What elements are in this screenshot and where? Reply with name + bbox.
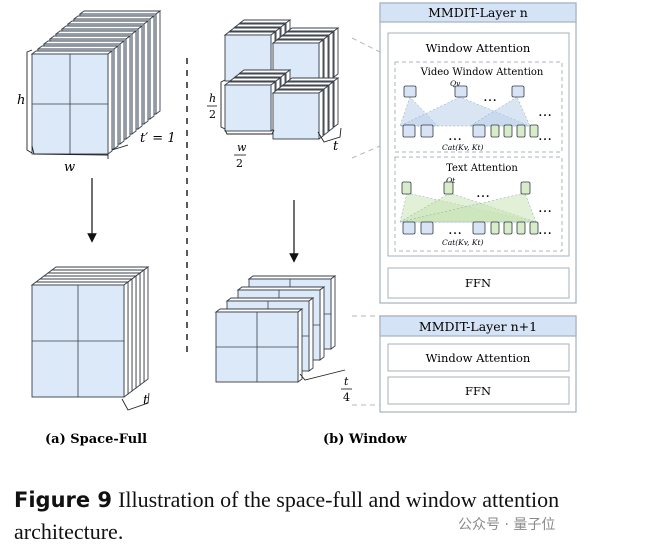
- video-query-token: [454, 85, 468, 98]
- video-key-token: [420, 124, 434, 138]
- text-query-dots: …: [476, 185, 490, 201]
- video-key-token: [420, 221, 434, 235]
- text-query-tokens: [401, 181, 531, 195]
- query-dots-1: …: [483, 89, 497, 105]
- layer-n1-header: [379, 315, 577, 337]
- query-dots-2: …: [538, 104, 552, 120]
- t-label-right-top: t: [333, 139, 339, 154]
- space-full-frame-slab: [30, 50, 114, 155]
- video-query-tokens: [403, 85, 525, 98]
- figure-number: Figure 9: [14, 488, 113, 512]
- video-key-token: [402, 221, 416, 235]
- watermark: 公众号 · 量子位: [458, 517, 556, 533]
- text-attention-fans: [399, 192, 537, 223]
- layer-n1-title: MMDIT-Layer n+1: [419, 319, 537, 334]
- text-key-tokens: [402, 221, 539, 235]
- caption-text: Illustration of the space-full and windo…: [14, 487, 560, 544]
- space-full-output-cube: [30, 266, 150, 398]
- text-key-token: [529, 124, 539, 138]
- ffn-label-n: FFN: [465, 276, 491, 290]
- text-query-token: [443, 181, 454, 195]
- t-label-left: t: [143, 393, 149, 408]
- subfigure-a-label: (a) Space-Full: [45, 432, 147, 447]
- window-input-cube-blocks: [223, 19, 340, 140]
- q-t-label: Qt: [446, 176, 456, 185]
- space-full-h-dimension: [26, 49, 33, 154]
- w-half-numerator: w: [237, 141, 247, 154]
- video-attention-fans: [399, 96, 531, 127]
- ffn-block-n1: [387, 376, 570, 405]
- text-key-token: [490, 124, 500, 138]
- space-full-output-slab: [30, 281, 130, 398]
- window-t-dimension-bottom: [299, 369, 346, 381]
- window-h-dimension: [220, 79, 226, 130]
- text-key-dots-1: …: [448, 222, 462, 238]
- video-key-token: [472, 221, 486, 235]
- space-full-t-dimension: [121, 392, 150, 411]
- text-key-token: [516, 221, 526, 235]
- text-key-token: [503, 124, 513, 138]
- t-quarter-denominator: 4: [343, 391, 350, 404]
- text-query-token: [401, 181, 412, 195]
- text-key-token: [490, 221, 500, 235]
- cat-label-bottom: Cat(Kv, Kt): [442, 238, 483, 247]
- window-block-2: [223, 81, 277, 132]
- ffn-block-n: [387, 267, 570, 299]
- window-attention-label-n1: Window Attention: [426, 351, 531, 365]
- h-half-denominator: 2: [209, 108, 216, 121]
- space-full-input-cube: [30, 10, 162, 155]
- t-quarter-numerator: t: [344, 375, 349, 388]
- window-w-dimension: [224, 129, 275, 135]
- key-dots-2: …: [538, 128, 552, 144]
- text-attention-title: Text Attention: [446, 163, 518, 174]
- q-v-label: Qv: [450, 79, 461, 88]
- key-dots-1: …: [448, 128, 462, 144]
- text-key-token: [529, 221, 539, 235]
- window-attention-title: Window Attention: [426, 41, 531, 55]
- text-key-dots-2: …: [538, 222, 552, 238]
- video-key-tokens: [402, 124, 539, 138]
- text-key-token: [503, 221, 513, 235]
- window-output-slab-0: [214, 308, 304, 383]
- subfigure-b-label: (b) Window: [323, 432, 407, 447]
- layer-n-header: [379, 2, 577, 23]
- t-prime-label: t′ = 1: [140, 131, 176, 146]
- text-query-token: [520, 181, 531, 195]
- video-key-token: [402, 124, 416, 138]
- mmdit-layer-n-panel: MMDIT-Layer n Window Attention Video Win…: [379, 2, 577, 304]
- video-query-token: [403, 85, 417, 98]
- w-label: w: [64, 160, 75, 175]
- text-key-token: [516, 124, 526, 138]
- h-label: h: [17, 93, 25, 108]
- window-block-3: [271, 89, 325, 140]
- window-output-cube-blocks: [214, 275, 337, 383]
- video-key-token: [472, 124, 486, 138]
- ffn-label-n1: FFN: [465, 384, 491, 398]
- space-full-t-prime-dimension: [111, 144, 129, 151]
- video-window-attention-title: Video Window Attention: [420, 67, 544, 78]
- cat-label-top: Cat(Kv, Kt): [442, 143, 483, 152]
- w-half-denominator: 2: [236, 157, 243, 170]
- space-full-w-dimension: [31, 145, 109, 159]
- window-t-dimension-top: [317, 127, 342, 143]
- h-half-numerator: h: [209, 92, 216, 105]
- mmdit-layer-n1-panel: MMDIT-Layer n+1 Window Attention FFN: [379, 315, 577, 413]
- video-query-token: [511, 85, 525, 98]
- layer-n-title: MMDIT-Layer n: [428, 5, 528, 20]
- window-attention-block-n1: [387, 343, 570, 372]
- panel-connector-lines: [351, 37, 381, 406]
- text-side-dots: …: [538, 200, 552, 216]
